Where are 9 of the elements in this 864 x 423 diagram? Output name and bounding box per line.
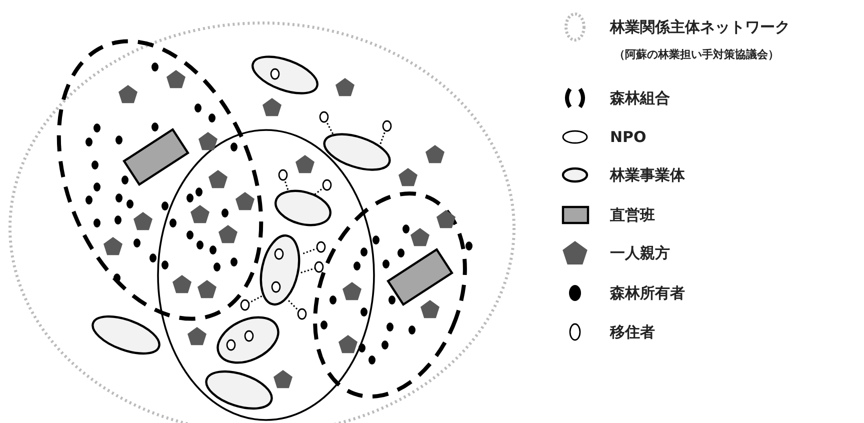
legend-note: （阿蘇の林業担い手対策協議会）	[614, 48, 779, 62]
legend-label: NPO	[610, 128, 646, 146]
legend-label: 林業事業体	[610, 166, 685, 184]
legend-label: 森林所有者	[610, 284, 685, 302]
legend-label: 林業関係主体ネットワーク	[610, 18, 790, 36]
legend-label: 森林組合	[610, 89, 670, 107]
legend-label: 直営班	[610, 206, 655, 224]
legend-label: 一人親方	[610, 244, 670, 262]
legend-label: 移住者	[610, 323, 655, 341]
